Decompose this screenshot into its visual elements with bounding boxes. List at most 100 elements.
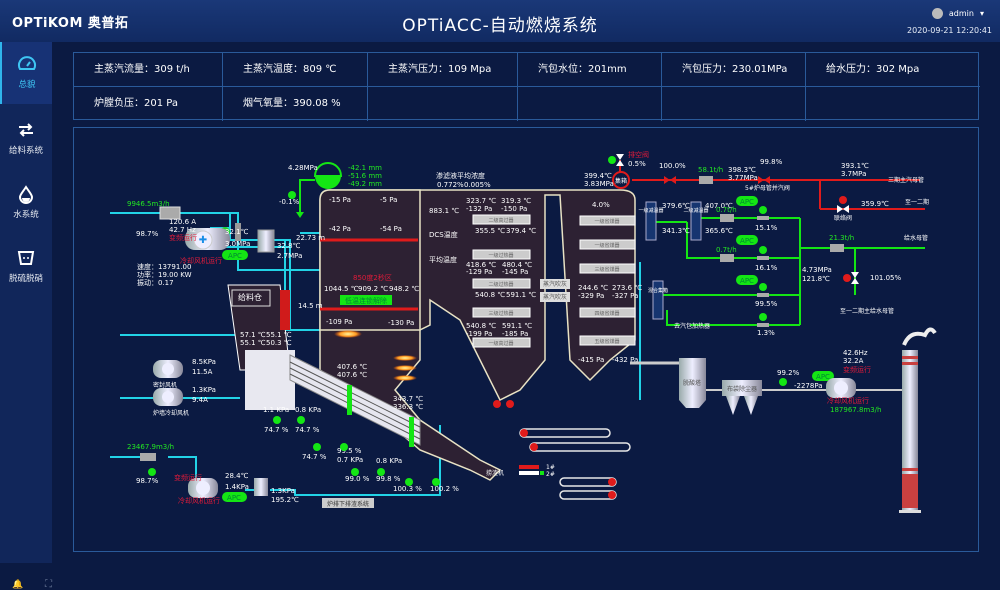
apc-badge[interactable]: [736, 196, 758, 206]
flue-press: -2278Pa: [794, 382, 823, 390]
slag-line-1: [519, 465, 539, 469]
control-valve[interactable]: [757, 313, 769, 327]
sidebar-item-label: 给料系统: [8, 146, 43, 156]
fan1-press: 3.0MPa: [225, 240, 250, 248]
fullscreen-icon[interactable]: ⛶: [45, 579, 52, 590]
sidebar-item-water-system[interactable]: 水系统: [0, 172, 52, 234]
apc-badge[interactable]: [736, 235, 758, 245]
svg-text:1.1 KPa: 1.1 KPa: [263, 406, 289, 414]
furnace-temp-1: 1044.5 ℃: [324, 285, 359, 293]
cooling-fan-1[interactable]: ✚: [159, 206, 275, 253]
vent-valve[interactable]: [616, 154, 624, 166]
slag-line-2-label: 2#: [546, 471, 555, 478]
stat-flue-oxygen: 烟气氧量：390.08 %: [223, 87, 368, 121]
motor-icon[interactable]: [608, 491, 616, 499]
desuper2-temp-2: 365.6℃: [705, 227, 733, 235]
furnace-p5: -109 Pa: [326, 318, 352, 326]
steam-valve-2[interactable]: [758, 176, 770, 184]
pass2-f-temp: 480.4 ℃: [502, 261, 532, 269]
steam-valve-1-pct: 100.0%: [659, 162, 686, 170]
alarm-bell-icon[interactable]: 🔔: [12, 580, 24, 590]
svg-text:五级省煤器: 五级省煤器: [594, 338, 619, 345]
ash-conveyors: [519, 428, 631, 500]
control-valve[interactable]: [757, 283, 769, 297]
steam-header-temp: 399.4℃: [584, 172, 612, 180]
sidebar: 总貌 给料系统 水系统 脱硫脱硝 🔔 ⛶: [0, 42, 52, 590]
pass2-tube: 三级过热器: [472, 307, 531, 318]
induced-draft-fan[interactable]: [826, 378, 856, 398]
apc-label: APC: [740, 198, 754, 206]
grate-temp-2: 407.6 ℃: [337, 371, 367, 379]
fan1-status: 变频运行: [169, 233, 197, 242]
motor-icon[interactable]: [530, 443, 538, 451]
id-fan-apc-badge[interactable]: [812, 371, 834, 381]
seal-fan[interactable]: [153, 360, 183, 378]
sidebar-item-label: 脱硫脱硝: [8, 274, 43, 284]
steam-valve-1[interactable]: [664, 176, 676, 184]
soot-blower-button[interactable]: [540, 279, 570, 289]
pass2-h-temp: 591.1 ℃: [506, 291, 536, 299]
cooling-fan-2[interactable]: [188, 478, 218, 498]
leachate-value-2: 0.005%: [464, 181, 491, 189]
fan1-apc-badge[interactable]: [222, 250, 248, 260]
desuperheater-2-label: 二级减温器: [683, 207, 708, 214]
furnace-p1: -15 Pa: [329, 196, 351, 204]
apc-badge[interactable]: [736, 275, 758, 285]
stat-main-steam-flow: 主蒸汽流量：309 t/h: [74, 53, 223, 87]
feedwater-flow: 21.3t/h: [829, 234, 854, 242]
burner-flame: [393, 365, 417, 371]
svg-text:✚: ✚: [199, 235, 207, 246]
steam-header[interactable]: [612, 171, 630, 189]
sidebar-item-feed-system[interactable]: 给料系统: [0, 108, 52, 170]
steam-flowmeter: [699, 176, 713, 184]
control-valve[interactable]: [757, 206, 769, 220]
motor-icon[interactable]: [506, 400, 514, 408]
stat-main-steam-temp: 主蒸汽温度：809 ℃: [223, 53, 368, 87]
steam-drum[interactable]: [313, 162, 343, 189]
fan2-press: 1.4KPa: [225, 483, 249, 491]
sidebar-item-overview[interactable]: 总貌: [0, 42, 52, 104]
motor-icon[interactable]: [608, 478, 616, 486]
motor-icon[interactable]: [493, 400, 501, 408]
wall-cooling-fan[interactable]: [153, 388, 183, 406]
id-fan-flow: 187967.8m3/h: [830, 406, 881, 414]
pass2-d-temp: 379.4 ℃: [506, 227, 536, 235]
svg-text:74.7 %: 74.7 %: [295, 426, 320, 434]
drum-level-3: -49.2 mm: [348, 180, 382, 188]
pass3-temp-2: 273.6 ℃: [612, 284, 642, 292]
user-menu[interactable]: admin ▾: [931, 8, 984, 19]
feed-hopper: [227, 284, 295, 410]
pass2-tube: 二级过热器: [472, 278, 531, 289]
pass2-j-press: -185 Pa: [502, 330, 528, 338]
fan2-damper[interactable]: [148, 468, 156, 476]
id-fan-freq: 42.6Hz: [843, 349, 868, 357]
link-valve[interactable]: [837, 205, 849, 213]
grate-air-dampers[interactable]: [273, 416, 440, 486]
seal-fan-amp: 11.5A: [192, 368, 213, 376]
chimney: [899, 327, 937, 513]
apc-label: APC: [227, 494, 241, 502]
feedwater-valve[interactable]: [851, 272, 859, 284]
soot-blower-button[interactable]: [540, 292, 570, 302]
low-temp-interlock-button[interactable]: [340, 295, 392, 305]
motor-icon[interactable]: [520, 429, 528, 437]
pass2-tube: 一级高过器: [472, 337, 531, 348]
svg-text:0.7 KPa: 0.7 KPa: [337, 456, 363, 464]
ash-system-button[interactable]: [322, 498, 374, 508]
fan2-flow: 23467.9m3/h: [127, 443, 174, 451]
to-feedwater-label: 至一二期主给水母管: [840, 307, 894, 315]
control-valve[interactable]: [757, 246, 769, 260]
fan1-power: 功率：19.00 KW: [137, 270, 192, 279]
svg-text:0.8 KPa: 0.8 KPa: [295, 406, 321, 414]
sidebar-item-desulfurization[interactable]: 脱硫脱硝: [0, 236, 52, 298]
fan1-valve: 98.7%: [136, 230, 159, 238]
id-fan-name: 冷却风机运行: [827, 396, 869, 405]
username: admin: [948, 9, 974, 18]
svg-text:99.5 %: 99.5 %: [337, 447, 362, 455]
pass2-e-temp: 418.6 ℃: [466, 261, 496, 269]
apc-label: APC: [816, 373, 830, 381]
feedwater-flowmeter: [830, 244, 844, 252]
fan2-apc-badge[interactable]: [222, 492, 247, 502]
flue-damper[interactable]: [779, 378, 787, 386]
page-title: OPTiACC-自动燃烧系统: [402, 16, 598, 36]
